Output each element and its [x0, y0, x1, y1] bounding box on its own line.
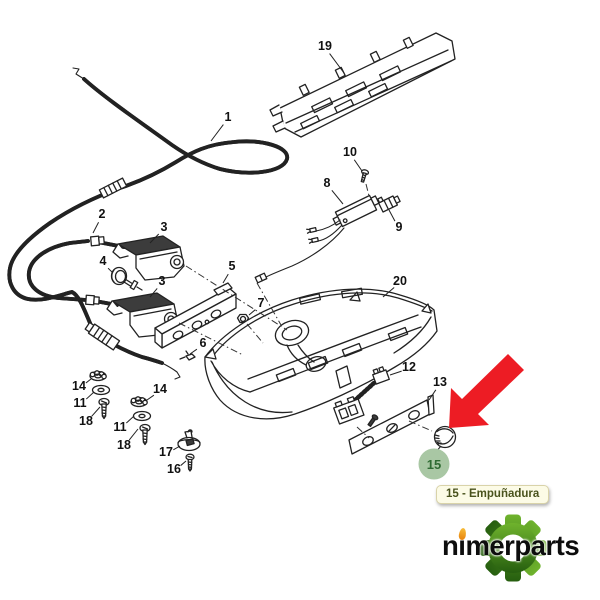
part-16-screw [185, 453, 195, 472]
leader-line [173, 445, 181, 451]
part-6-clip [179, 350, 196, 361]
part-number-7: 7 [258, 296, 265, 310]
leader-line [180, 460, 187, 466]
leader-line [107, 267, 113, 273]
part-number-18: 18 [79, 414, 93, 428]
part-number-18: 18 [117, 438, 131, 452]
part-number-2: 2 [99, 207, 106, 221]
part-4-bushing [110, 266, 143, 291]
highlighted-part-badge: 15 [418, 445, 450, 480]
part-number-5: 5 [229, 259, 236, 273]
leader-line [428, 389, 437, 401]
leader-line [248, 309, 256, 316]
part-number-1: 1 [225, 110, 232, 124]
leader-line [329, 53, 345, 74]
leader-line [146, 394, 155, 401]
part-number-14: 14 [72, 379, 86, 393]
part-number-12: 12 [402, 360, 416, 374]
leader-line [91, 406, 101, 417]
part-number-17: 17 [159, 445, 173, 459]
part-number-10: 10 [343, 145, 357, 159]
part-1-cable [7, 67, 290, 380]
part-number-6: 6 [200, 336, 207, 350]
part-number-14: 14 [153, 382, 167, 396]
part-12-switch [333, 366, 390, 427]
part-number-9: 9 [396, 220, 403, 234]
part-19-trim-panel [269, 32, 456, 138]
leader-line [85, 391, 95, 400]
part-17-retainer [177, 429, 201, 452]
part-number-4: 4 [100, 254, 107, 268]
leader-line [353, 159, 363, 172]
highlight-circle [418, 448, 450, 480]
part-14-11-18-stack-a [89, 370, 111, 420]
highlight-arrow-icon [449, 354, 524, 428]
part-13-plate [348, 394, 435, 455]
leader-line [382, 287, 395, 298]
part-number-16: 16 [167, 462, 181, 476]
assembly-guide-lines [178, 183, 433, 439]
part-number-8: 8 [324, 176, 331, 190]
part-20-tray [204, 287, 438, 420]
part-10-screw [360, 169, 370, 183]
leader-line [189, 348, 198, 355]
part-number-20: 20 [393, 274, 407, 288]
part-7-nut [236, 313, 250, 324]
leader-line [85, 378, 92, 384]
leader-line [128, 428, 139, 441]
callout-numbers: 19 1 10 8 9 2 3 4 3 5 7 6 20 12 13 14 11 18 14 11 18 17 16 [72, 39, 447, 476]
part-number-3: 3 [159, 274, 166, 288]
part-number-19: 19 [318, 39, 332, 53]
part-number-11: 11 [73, 396, 86, 410]
leader-line [149, 233, 160, 244]
leader-line [222, 273, 229, 284]
part-5-panel-plate [154, 282, 237, 349]
part-15-knob [433, 425, 457, 449]
leader-line [149, 288, 158, 298]
part-9-connector [377, 195, 401, 213]
part-number-11: 11 [113, 420, 126, 434]
part-8-module [254, 194, 380, 284]
leader-line [210, 124, 224, 142]
part-label-tooltip: 15 - Empuñadura [436, 485, 550, 504]
part-3-bracket-upper [112, 235, 185, 281]
leader-line [389, 370, 402, 376]
gear-icon [479, 514, 547, 582]
highlighted-part-number: 15 [427, 457, 441, 472]
leader-line [388, 209, 396, 222]
part-number-13: 13 [433, 375, 447, 389]
part-number-3: 3 [161, 220, 168, 234]
leader-line [92, 222, 100, 234]
leader-line [331, 190, 344, 205]
leader-line [125, 415, 135, 424]
part-14-11-18-stack-b [130, 396, 152, 446]
